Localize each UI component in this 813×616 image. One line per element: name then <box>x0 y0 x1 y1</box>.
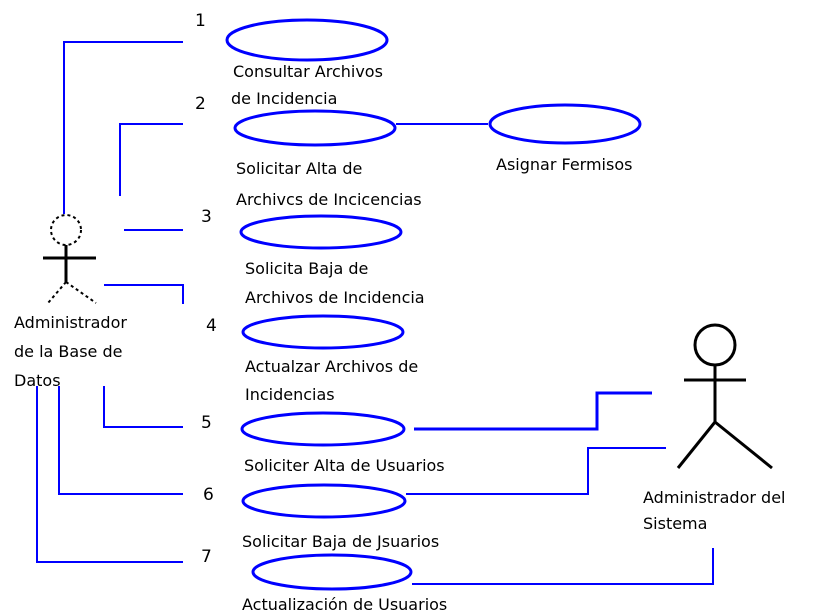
use-case-1-label-line: de Incidencia <box>231 89 337 108</box>
connector-uc4 <box>104 284 184 304</box>
use-case-1[interactable] <box>225 18 389 62</box>
use-case-7[interactable] <box>251 553 413 591</box>
actor-sys-admin-leg-right <box>714 420 773 470</box>
use-case-7-label-line: Actualización de Usuarios <box>242 595 447 614</box>
actor-db-admin-label-line: Administrador <box>14 313 127 332</box>
connector-uc1 <box>63 41 183 214</box>
use-case-2-label-line: Archivcs de Incicencias <box>236 190 422 209</box>
use-case-assign-permissions[interactable] <box>488 103 642 145</box>
use-case-number: 4 <box>206 316 217 336</box>
connector-uc2 <box>119 123 183 196</box>
use-case-3-label-line: Archivos de Incidencia <box>245 288 425 307</box>
actor-db-admin-head <box>50 214 82 246</box>
connector-uc7-right <box>412 548 714 585</box>
use-case-3[interactable] <box>239 214 403 250</box>
actor-db-admin-label-line: Datos <box>14 371 61 390</box>
use-case-labels: Consultar Archivos de Incidencia Solicit… <box>231 62 632 614</box>
actor-sys-admin-label-line: Sistema <box>643 514 707 533</box>
use-case-1-label-line: Consultar Archivos <box>233 62 383 81</box>
use-case-5[interactable] <box>240 411 406 447</box>
use-case-number: 7 <box>201 547 212 567</box>
use-case-6[interactable] <box>241 483 407 519</box>
use-case-numbers: 1 2 3 4 5 6 7 <box>195 11 217 567</box>
connector-uc5-left <box>103 386 183 428</box>
actor-db-admin-leg-right <box>65 281 97 304</box>
connector-uc5-right <box>414 391 652 431</box>
use-case-4-label-line: Actualzar Archivos de <box>245 357 418 376</box>
actor-db-admin-figure <box>43 214 97 304</box>
actor-sys-admin-leg-left <box>676 421 717 469</box>
connector-uc6-left <box>58 386 183 495</box>
use-case-2[interactable] <box>233 109 397 147</box>
actor-db-admin-label-line: de la Base de <box>14 342 122 361</box>
actor-sys-admin-head <box>693 323 737 367</box>
use-case-3-label-line: Solicita Baja de <box>245 259 368 278</box>
use-case-5-label-line: Soliciter Alta de Usuarios <box>244 456 445 475</box>
actor-labels: Administrador de la Base de Datos Admini… <box>14 313 785 533</box>
use-case-number: 6 <box>203 485 214 505</box>
actor-sys-admin-figure <box>676 323 773 470</box>
use-case-number: 5 <box>201 413 212 433</box>
use-case-4-label-line: Incidencias <box>245 385 335 404</box>
connectors <box>36 41 714 585</box>
use-case-number: 1 <box>195 11 206 31</box>
assign-permissions-label: Asignar Fermisos <box>496 155 632 174</box>
use-case-6-label-line: Solicitar Baja de Jsuarios <box>242 532 439 551</box>
use-case-number: 2 <box>195 94 206 114</box>
connector-uc6-right <box>406 447 666 495</box>
use-case-2-label-line: Solicitar Alta de <box>236 159 362 178</box>
connector-uc7-left <box>36 386 183 563</box>
actor-sys-admin-label-line: Administrador del <box>643 488 785 507</box>
use-case-shapes <box>225 18 642 591</box>
use-case-4[interactable] <box>241 314 405 350</box>
actor-db-admin-leg-left <box>47 281 67 304</box>
use-case-number: 3 <box>201 207 212 227</box>
